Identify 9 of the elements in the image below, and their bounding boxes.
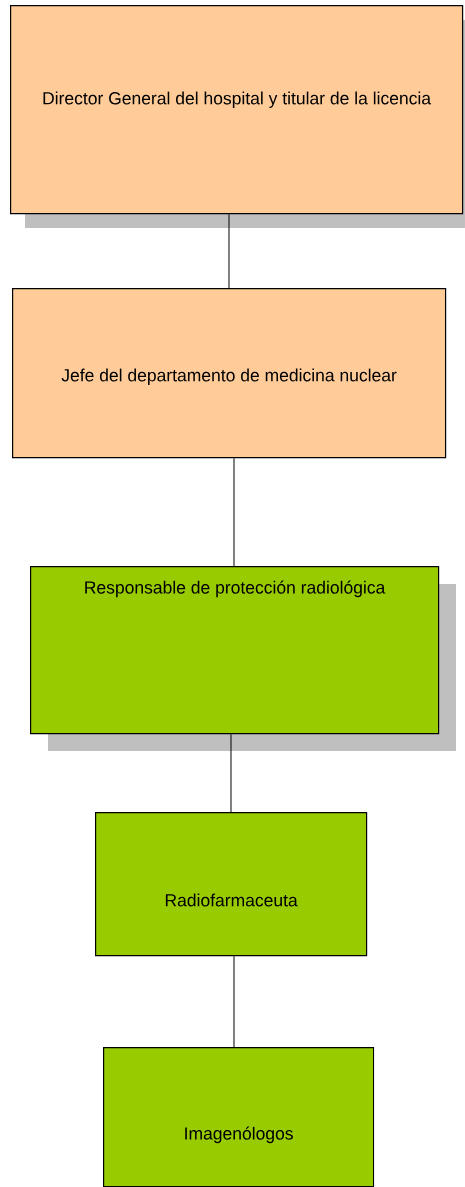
org-box: Responsable de protección radiológica: [30, 566, 440, 735]
org-box: Imagenólogos: [103, 1047, 375, 1187]
connector-line: [233, 955, 235, 1048]
connector-line: [233, 457, 235, 567]
connector-line: [228, 213, 230, 289]
connector-line: [230, 733, 232, 813]
org-box: Jefe del departamento de medicina nuclear: [12, 288, 447, 459]
org-box: Radiofarmaceuta: [95, 812, 368, 957]
org-box: Director General del hospital y titular de la licencia: [10, 5, 464, 215]
